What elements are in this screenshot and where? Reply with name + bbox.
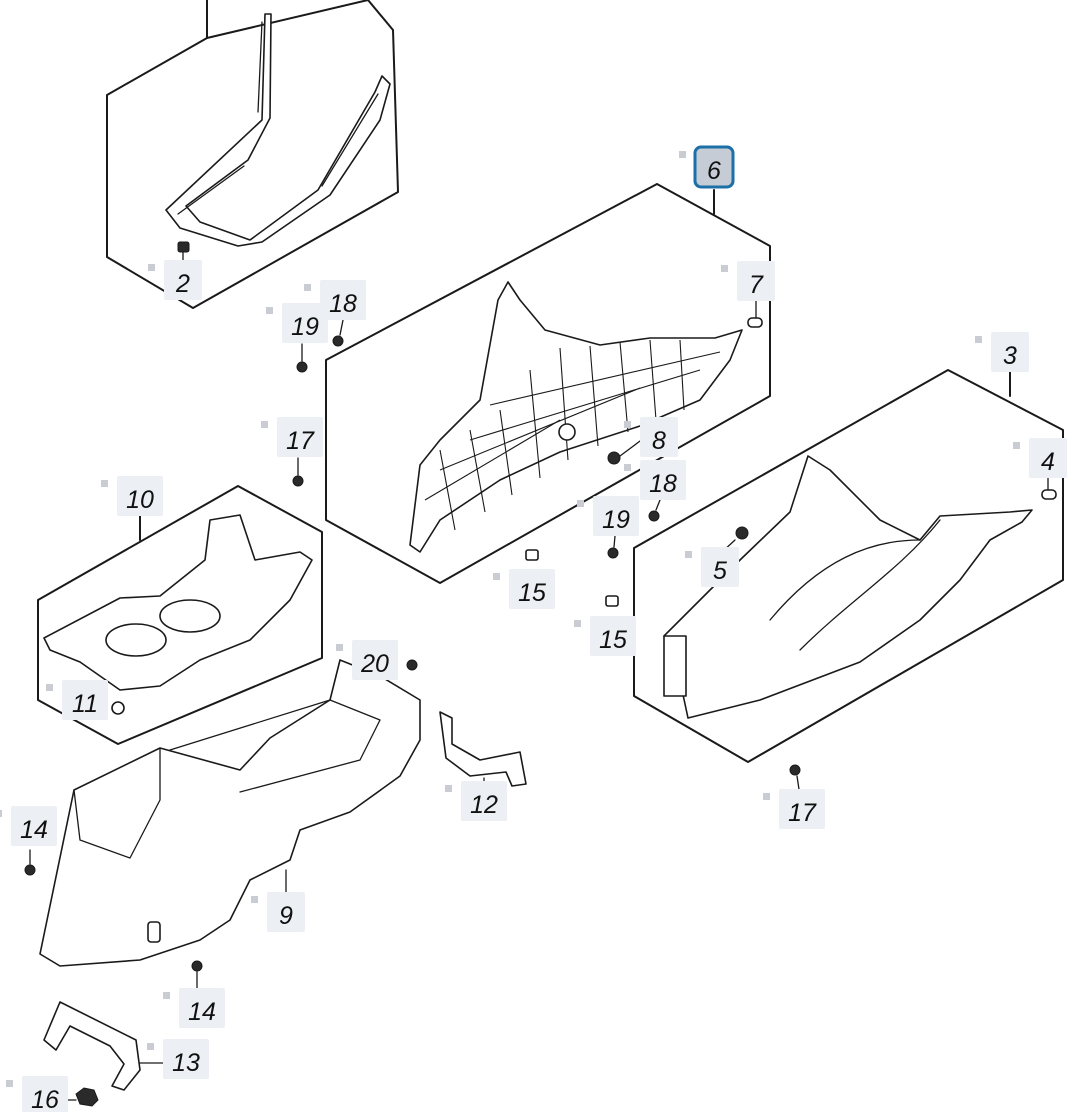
- box-part-3-group: [633, 369, 1064, 763]
- callout-c18a[interactable]: 18: [304, 280, 366, 320]
- bracket-part-13: [43, 1001, 141, 1091]
- callout-label-c19b: 19: [602, 506, 630, 534]
- callout-label-c4: 4: [1041, 448, 1055, 476]
- callout-label-c7: 7: [749, 271, 764, 299]
- callout-c9[interactable]: 9: [251, 892, 305, 932]
- callout-label-c17a: 17: [286, 427, 315, 455]
- callout-label-c8: 8: [652, 427, 666, 455]
- callout-c16[interactable]: 16: [6, 1076, 68, 1112]
- callout-c19b[interactable]: 19: [577, 496, 639, 536]
- callout-label-c12: 12: [470, 791, 498, 819]
- box-part-1-group: [106, 0, 399, 309]
- callout-label-c3: 3: [1003, 342, 1017, 370]
- grommet-part-8-icon: [607, 451, 621, 465]
- side-panel-part-3: [663, 455, 1033, 719]
- callout-label-c14a: 14: [20, 816, 48, 844]
- side-panel-part-6: [409, 281, 743, 553]
- callout-label-c16: 16: [31, 1086, 59, 1112]
- clip-part-2-icon: [177, 241, 190, 253]
- callout-label-c15b: 15: [599, 626, 627, 654]
- clip-part-18a-icon: [332, 335, 344, 347]
- callout-c7[interactable]: 7: [721, 261, 775, 301]
- callout-c14a[interactable]: 14: [0, 806, 57, 846]
- screw-part-17a-icon: [292, 475, 304, 487]
- callout-c20[interactable]: 20: [336, 640, 398, 680]
- callout-c15b[interactable]: 15: [574, 616, 636, 656]
- callout-c2[interactable]: 2: [148, 260, 202, 300]
- callout-label-c19a: 19: [291, 313, 319, 341]
- clip-part-15b-icon: [605, 595, 619, 607]
- clip-part-19a-icon: [296, 361, 308, 373]
- clip-part-11-icon: [111, 701, 125, 715]
- callout-c6[interactable]: 6: [679, 145, 735, 189]
- clip-part-15a-icon: [525, 549, 539, 561]
- screw-part-14a-icon: [24, 864, 36, 876]
- console-trim-piece: [165, 13, 391, 247]
- callout-label-c13: 13: [172, 1049, 200, 1077]
- callout-c18b[interactable]: 18: [624, 460, 686, 500]
- callout-c4[interactable]: 4: [1013, 438, 1067, 478]
- box-part-10-group: [37, 485, 323, 745]
- callout-c11[interactable]: 11: [46, 680, 108, 720]
- callout-c12[interactable]: 12: [445, 781, 507, 821]
- clip-part-18b-icon: [648, 510, 660, 522]
- screw-part-20-icon: [406, 659, 418, 671]
- pin-part-4-icon: [1041, 489, 1057, 500]
- callout-label-c10: 10: [126, 486, 154, 514]
- callout-label-c11: 11: [72, 690, 98, 718]
- callout-labels: 2 3 4 5 6 7 8 9 10 11 12 13 14 14 15 15 16 17 17 18 18 19 19 20: [0, 145, 1067, 1112]
- callout-c3[interactable]: 3: [975, 332, 1029, 372]
- pin-part-7-icon: [747, 317, 763, 328]
- callout-c10[interactable]: 10: [101, 476, 163, 516]
- callout-c17a[interactable]: 17: [261, 417, 323, 457]
- callout-label-c5: 5: [713, 557, 727, 585]
- callout-label-c18a: 18: [329, 290, 357, 318]
- callout-label-c9: 9: [279, 902, 293, 930]
- callout-c15a[interactable]: 15: [493, 569, 555, 609]
- box-part-6-group: [325, 183, 771, 584]
- callout-c19a[interactable]: 19: [266, 303, 328, 343]
- callout-label-c14b: 14: [188, 998, 216, 1026]
- screw-part-5-icon: [735, 526, 749, 540]
- callout-label-c18b: 18: [649, 470, 677, 498]
- nut-part-16-icon: [75, 1087, 99, 1107]
- callout-c14b[interactable]: 14: [163, 988, 225, 1028]
- callout-label-c17b: 17: [788, 799, 817, 827]
- callout-label-c20: 20: [360, 650, 389, 678]
- screw-part-14b-icon: [191, 960, 203, 972]
- callout-label-c2: 2: [175, 270, 190, 298]
- callout-c17b[interactable]: 17: [763, 789, 825, 829]
- bracket-part-12: [439, 711, 527, 787]
- console-body-part-9: [39, 659, 421, 967]
- clip-part-19b-icon: [607, 547, 619, 559]
- callout-c13[interactable]: 13: [147, 1039, 209, 1079]
- callout-label-c15a: 15: [518, 579, 546, 607]
- callout-label-c6: 6: [707, 157, 721, 185]
- callout-c8[interactable]: 8: [624, 417, 678, 457]
- callout-c5[interactable]: 5: [685, 547, 739, 587]
- screw-part-17b-icon: [789, 764, 801, 776]
